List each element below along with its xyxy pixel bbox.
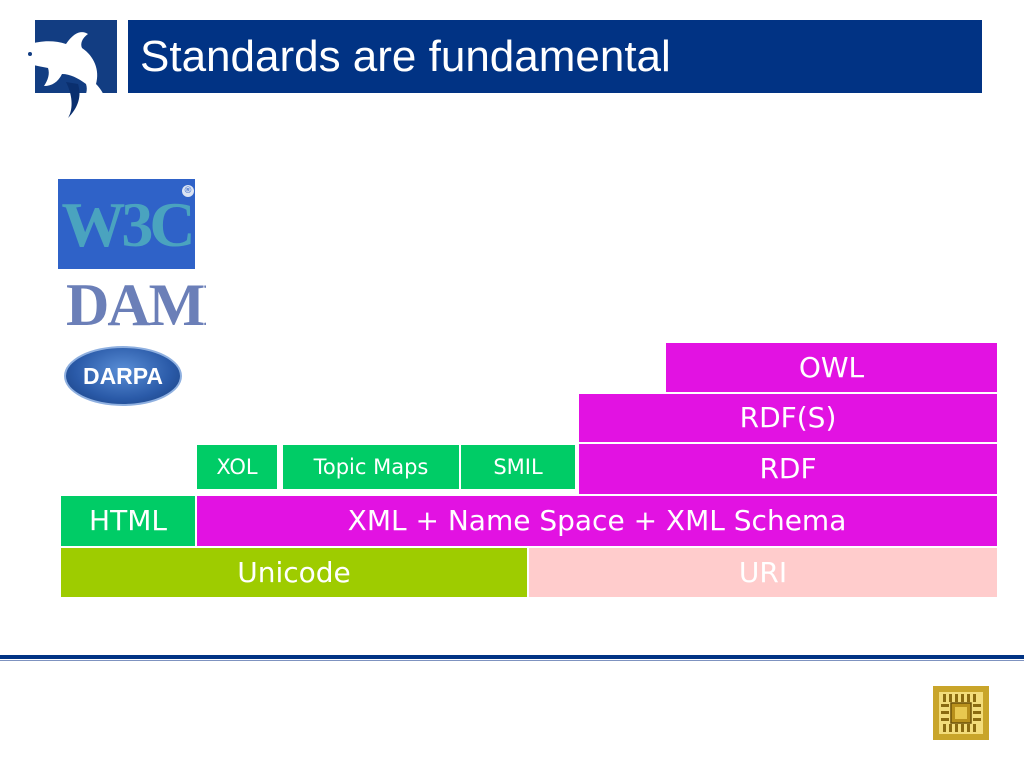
layer-uri: URI xyxy=(528,547,998,598)
layer-xol: XOL xyxy=(196,444,278,490)
layer-rdf: RDF xyxy=(578,443,998,495)
footer-rule-thin xyxy=(0,660,1024,661)
dolphin-icon xyxy=(12,32,106,118)
darpa-logo-text: DARPA xyxy=(82,363,164,389)
layer-smil: SMIL xyxy=(460,444,576,490)
darpa-logo: DARPA xyxy=(64,346,182,406)
layer-html: HTML xyxy=(60,495,196,547)
w3c-logo: W3C xyxy=(58,179,195,269)
daml-logo: DAML xyxy=(66,274,206,336)
layer-rdfs: RDF(S) xyxy=(578,393,998,443)
layer-topic-maps: Topic Maps xyxy=(282,444,460,490)
w3c-logo-text: W3C xyxy=(61,189,195,260)
slide-title: Standards are fundamental xyxy=(128,20,982,93)
daml-logo-text: DAML xyxy=(66,274,206,336)
layer-xml: XML + Name Space + XML Schema xyxy=(196,495,998,547)
layer-unicode: Unicode xyxy=(60,547,528,598)
layer-owl: OWL xyxy=(665,342,998,393)
chip-icon xyxy=(933,686,989,740)
footer-rule xyxy=(0,655,1024,659)
registered-mark-icon: ® xyxy=(182,185,194,197)
